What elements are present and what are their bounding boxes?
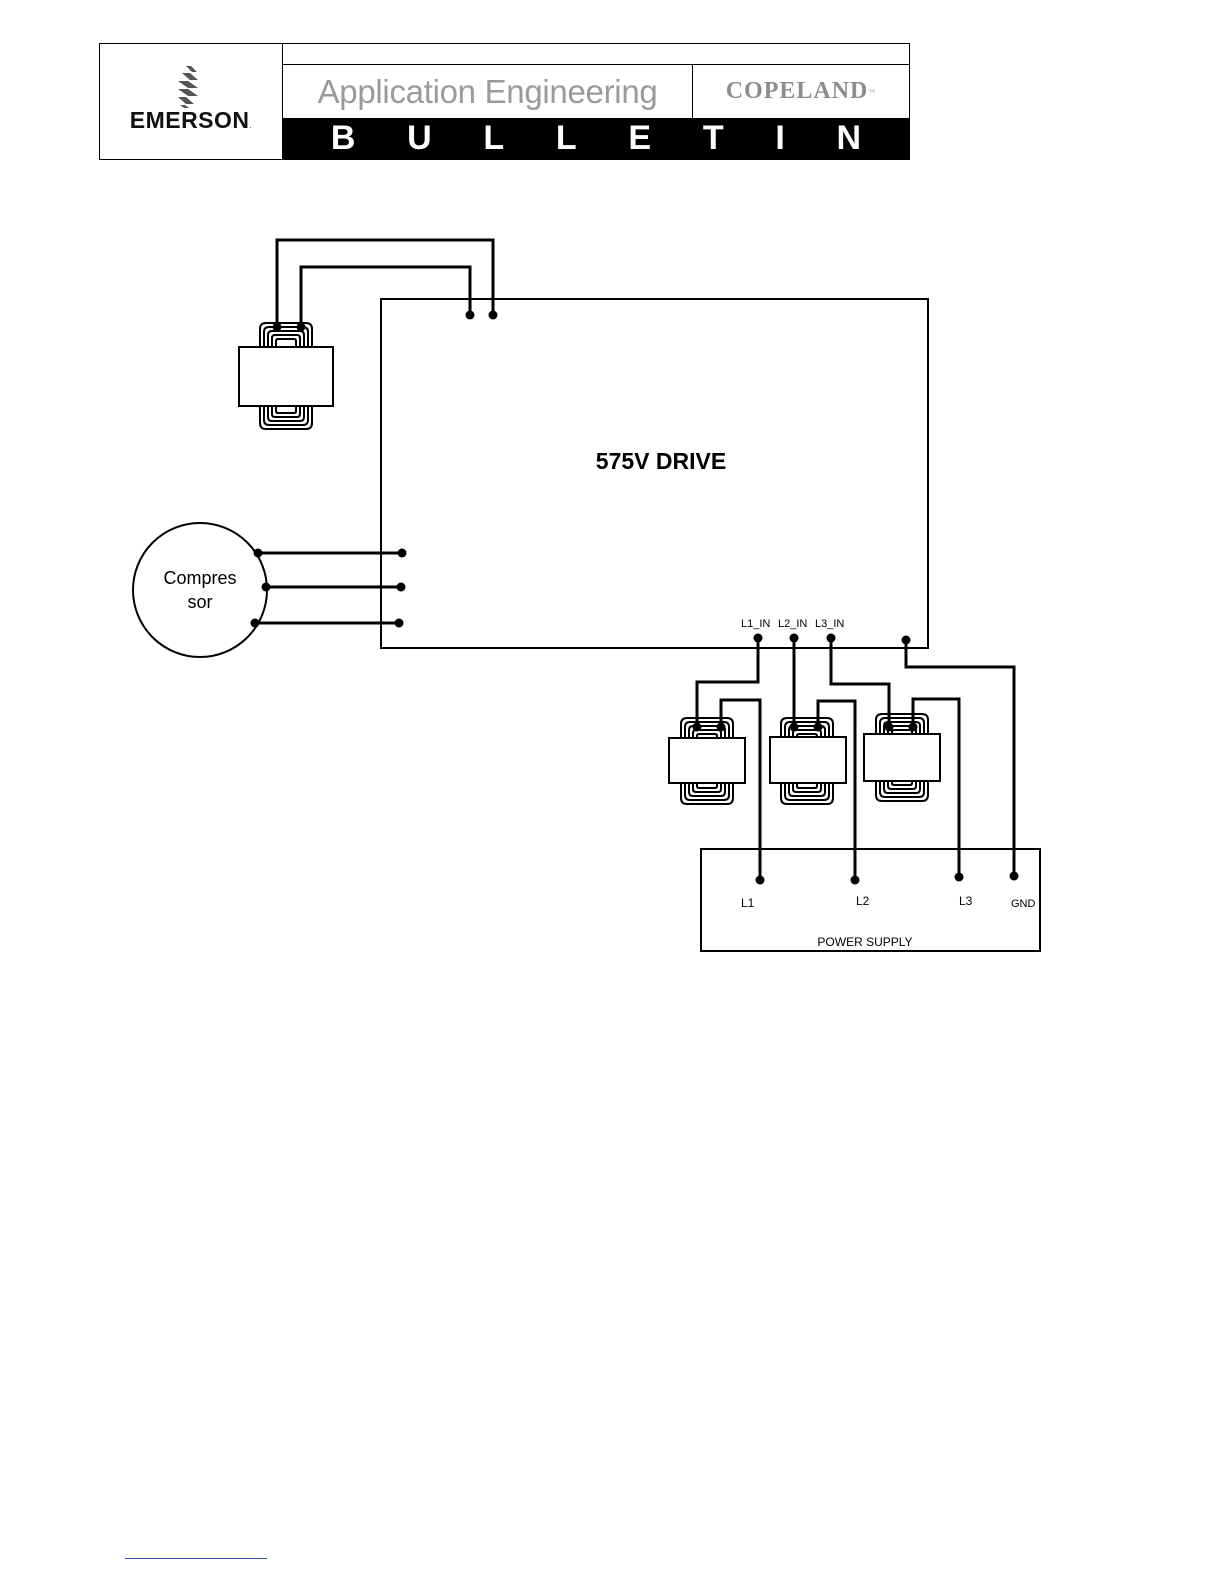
- footnote-rule: [125, 1558, 267, 1559]
- compressor-label-line2: sor: [187, 592, 212, 612]
- control-transformer-wiring: [277, 240, 493, 327]
- supply-terminal-gnd: GND: [1011, 898, 1036, 910]
- input-label-l1: L1_IN: [741, 618, 770, 630]
- control-transformer: [239, 323, 333, 429]
- drive-label: 575V DRIVE: [596, 448, 726, 474]
- supply-terminal-l1: L1: [741, 896, 755, 910]
- compressor-wiring: [255, 553, 402, 623]
- compressor: [133, 523, 267, 657]
- line-reactor-2: [770, 718, 846, 804]
- supply-terminal-l3: L3: [959, 894, 973, 908]
- line-reactor-3: [864, 714, 940, 801]
- input-label-l2: L2_IN: [778, 618, 807, 630]
- compressor-label-line1: Compres: [163, 568, 236, 588]
- power-supply-label: POWER SUPPLY: [817, 935, 912, 949]
- line-reactor-1: [669, 718, 745, 804]
- input-label-l3: L3_IN: [815, 618, 844, 630]
- supply-terminals: [756, 872, 1019, 885]
- supply-terminal-l2: L2: [856, 894, 870, 908]
